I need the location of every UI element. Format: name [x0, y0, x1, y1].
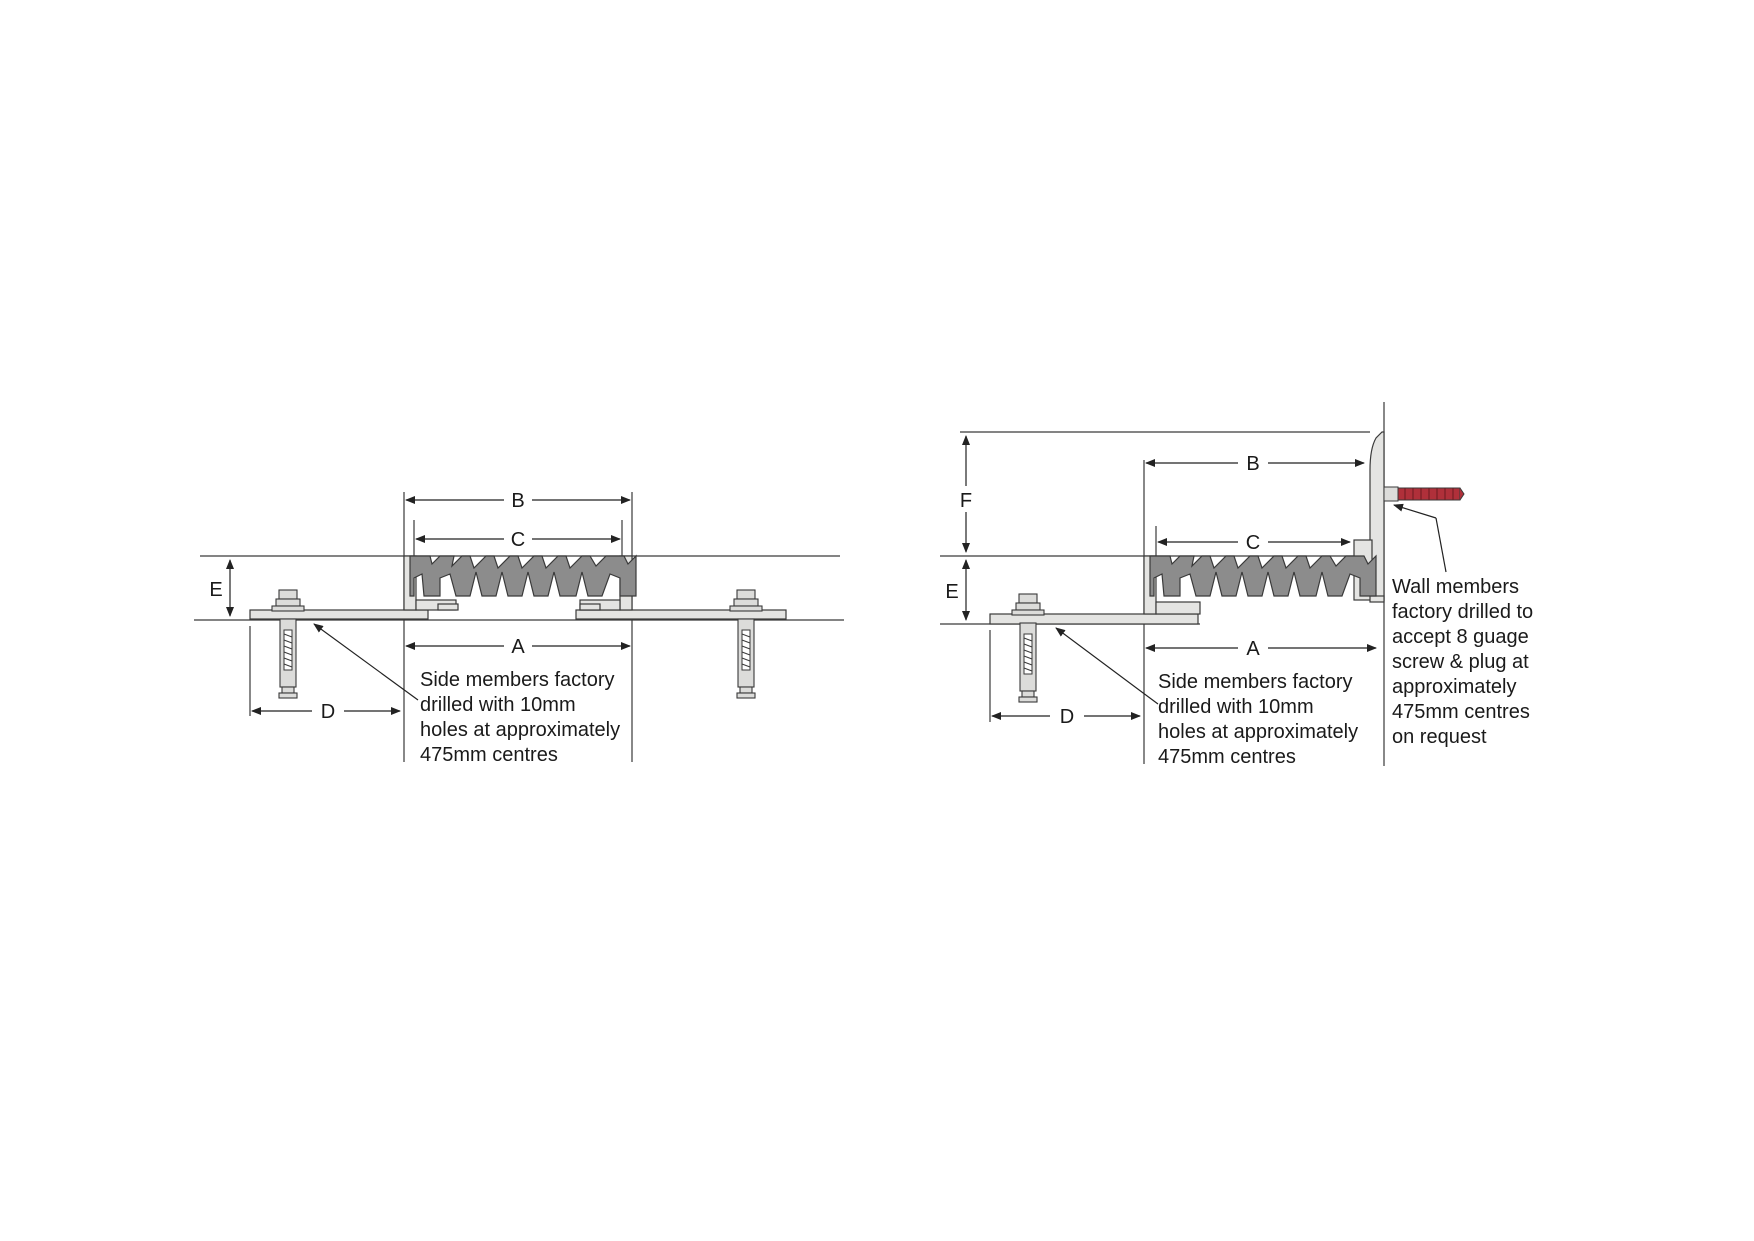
left-side-member-note: Side members factory drilled with 10mm h… — [420, 669, 626, 766]
right-anchor-bolt — [1011, 593, 1045, 703]
right-dim-b-label: B — [1246, 453, 1259, 475]
left-note-leader — [313, 623, 419, 701]
left-dim-c-label: C — [511, 529, 525, 551]
right-dim-e-label: E — [945, 581, 958, 603]
right-wall-note-leader — [1393, 503, 1437, 519]
right-dim-a-label: A — [1246, 638, 1260, 660]
wall-plug-icon — [1383, 486, 1465, 502]
right-wall-member-note: Wall members factory drilled to accept 8… — [1392, 576, 1539, 748]
right-joint-diagram: B C F E A D Side members factory drilled… — [940, 402, 1539, 768]
left-rubber-seal — [409, 555, 637, 597]
left-anchor-bolt-right — [729, 589, 763, 699]
left-retainer-clip-right — [579, 603, 601, 611]
left-dim-d-label: D — [321, 701, 335, 723]
left-dim-a-label: A — [511, 636, 525, 658]
right-dim-f-label: F — [960, 490, 972, 512]
left-anchor-bolt-left — [271, 589, 305, 699]
left-joint-diagram: B C E A D Side members factory drilled w… — [194, 490, 844, 766]
left-retainer-clip-left — [437, 603, 459, 611]
left-dim-b-label: B — [511, 490, 524, 512]
right-side-note-leader — [1055, 627, 1159, 705]
right-dim-c-label: C — [1246, 532, 1260, 554]
right-side-member-note: Side members factory drilled with 10mm h… — [1158, 671, 1364, 768]
left-dim-e-label: E — [209, 579, 222, 601]
right-rubber-seal — [1149, 555, 1377, 597]
right-dim-d-label: D — [1060, 706, 1074, 728]
